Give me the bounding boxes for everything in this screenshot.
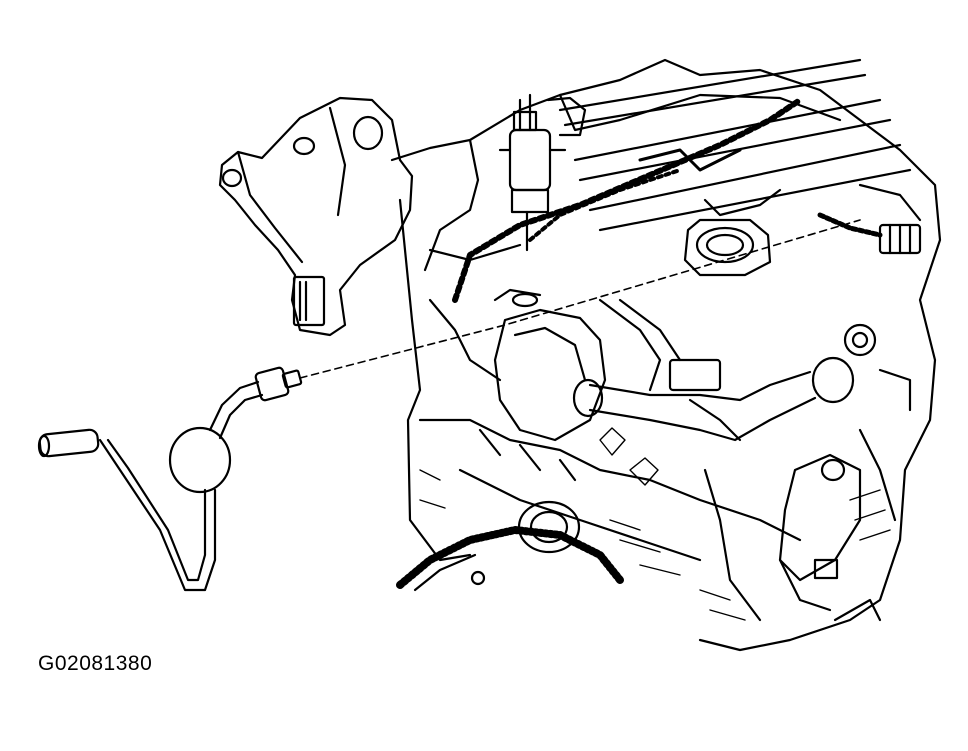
center-housing: [495, 290, 740, 440]
harness-connector: [880, 225, 920, 253]
alternator-bracket: [780, 455, 880, 620]
install-leader-line: [300, 220, 860, 378]
thermostat-housing: [685, 220, 770, 275]
removed-sensor-assembly: [39, 367, 302, 590]
engine-block: [392, 60, 940, 650]
coolant-tube: [574, 325, 910, 440]
engine-hatching: [420, 428, 890, 620]
top-sensor: [500, 95, 585, 250]
figure-id-label: G02081380: [38, 652, 153, 675]
flywheel-ring-gear: [400, 502, 620, 590]
valve-cover: [560, 60, 920, 230]
engine-mount-bracket: [220, 98, 412, 335]
wiring-harness: [455, 100, 880, 300]
